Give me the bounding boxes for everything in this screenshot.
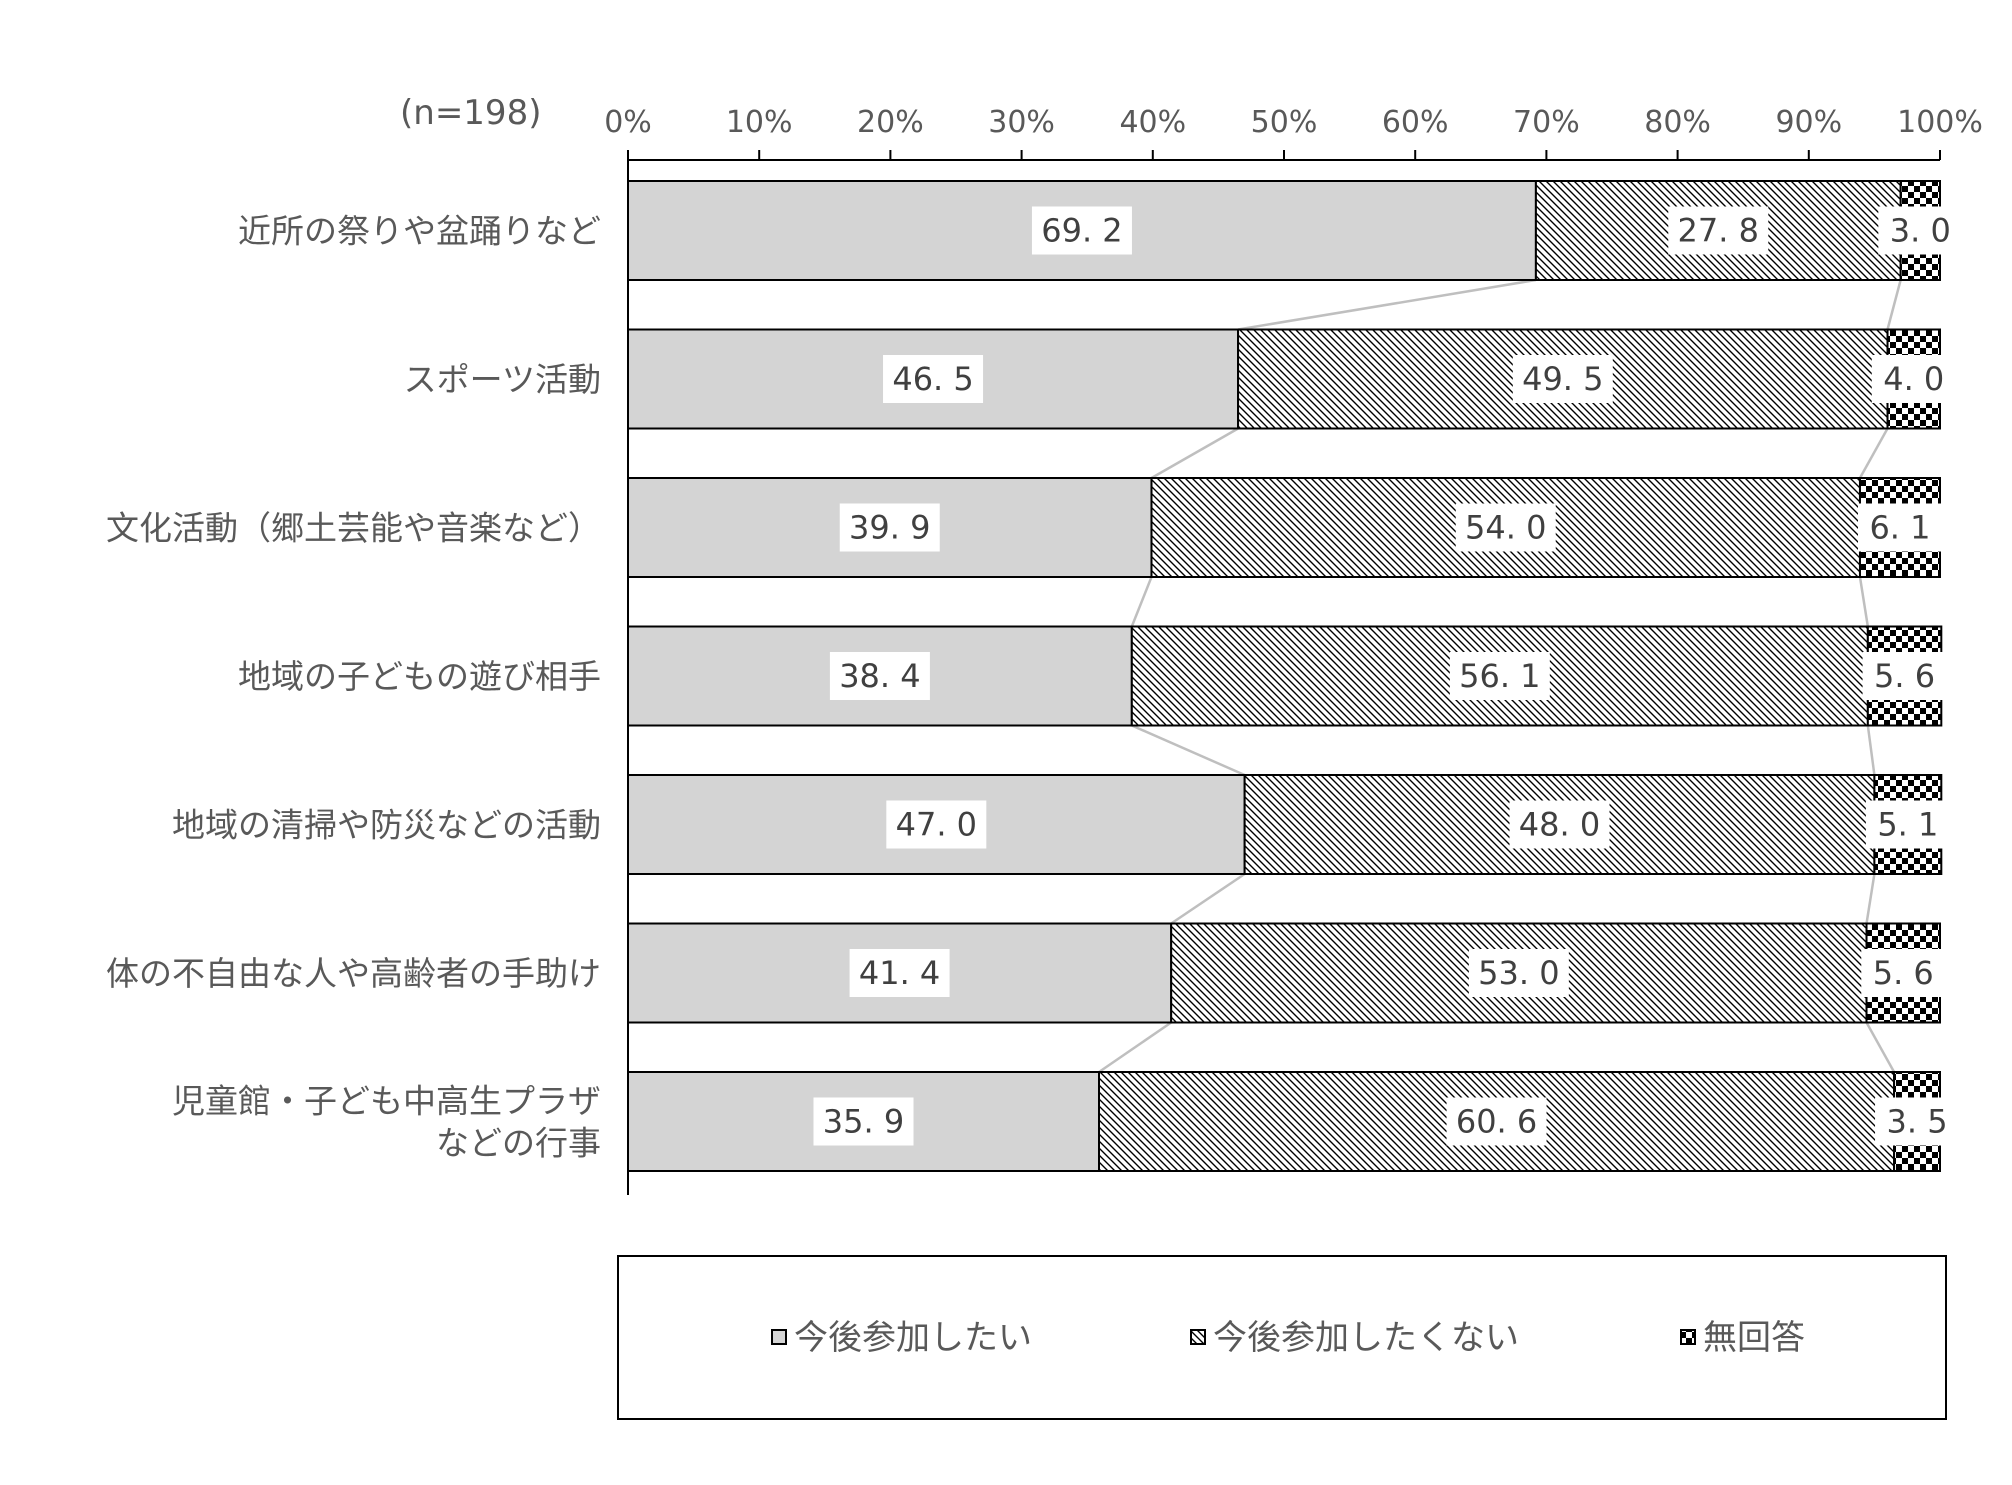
series-line-not-want — [1866, 725, 1876, 776]
sample-size-note: (n=198) — [400, 93, 541, 133]
data-label-no-answer: 5. 6 — [1874, 657, 1935, 695]
data-label-want: 38. 4 — [839, 657, 920, 695]
data-label-bg — [1509, 800, 1610, 849]
series-line-want — [1170, 872, 1246, 925]
data-label-bg — [1875, 1097, 1960, 1146]
category-label: 地域の清掃や防災などの活動 — [172, 806, 601, 845]
legend-label-no-answer: 無回答 — [1703, 1318, 1805, 1358]
legend-label-want: 今後参加したい — [794, 1318, 1032, 1358]
data-label-bg — [1857, 503, 1942, 552]
series-line-not-want — [1886, 279, 1902, 330]
data-label-want: 35. 9 — [823, 1103, 904, 1141]
bar-segment-not-want — [1534, 180, 1902, 281]
data-label-no-answer: 5. 6 — [1873, 954, 1934, 992]
data-label-not-want: 27. 8 — [1678, 212, 1759, 250]
data-label-bg — [849, 949, 950, 997]
category-label: 文化活動（郷土芸能や音楽など） — [106, 509, 601, 548]
series-line-want — [1150, 427, 1239, 480]
data-label-want: 41. 4 — [859, 954, 940, 992]
data-label-no-answer: 3. 5 — [1887, 1103, 1948, 1141]
x-tick-label: 80% — [1644, 105, 1711, 140]
series-line-not-want — [1865, 873, 1876, 924]
data-label-no-answer: 6. 1 — [1869, 509, 1930, 547]
series-line-not-want — [1865, 1021, 1896, 1073]
category-label: 体の不自由な人や高齢者の手助け — [106, 954, 601, 993]
data-label-bg — [1668, 206, 1769, 255]
data-label-bg — [883, 355, 984, 403]
x-tick-label: 50% — [1251, 105, 1318, 140]
data-label-bg — [1446, 1097, 1547, 1146]
x-tick-label: 70% — [1513, 105, 1580, 140]
data-label-want: 46. 5 — [892, 360, 973, 398]
x-axis-ticks: 0% 10% 20% 30% 40% 50% 60% 70% 80% 90% 100% — [604, 105, 1983, 160]
legend-label-not-want: 今後参加したくない — [1213, 1318, 1519, 1358]
series-line-not-want — [1858, 427, 1889, 479]
x-tick-label: 60% — [1382, 105, 1449, 140]
data-label-bg — [1031, 206, 1132, 255]
data-label-not-want: 60. 6 — [1456, 1103, 1537, 1141]
legend-item-no-answer: 無回答 — [1680, 1318, 1805, 1358]
x-tick-label: 100% — [1897, 105, 1983, 140]
x-tick-label: 20% — [857, 105, 924, 140]
axes — [627, 150, 1940, 1195]
category-label: 地域の子どもの遊び相手 — [238, 657, 601, 696]
data-label-no-answer: 5. 1 — [1877, 806, 1938, 844]
series-line-want — [1237, 278, 1537, 331]
series-line-want — [1130, 576, 1153, 627]
data-label-want: 39. 9 — [849, 509, 930, 547]
data-label-no-answer: 4. 0 — [1883, 360, 1944, 398]
legend: 今後参加したい 今後参加したくない 無回答 — [617, 1255, 1947, 1420]
data-label-not-want: 48. 0 — [1519, 806, 1600, 844]
x-tick-label: 40% — [1119, 105, 1186, 140]
data-label-bg — [1512, 355, 1613, 403]
data-label-bg — [839, 503, 940, 552]
data-label-bg — [886, 800, 987, 849]
x-tick-label: 10% — [726, 105, 793, 140]
series-lines — [1098, 278, 1902, 1074]
series-line-want — [1131, 724, 1246, 777]
data-label-bg — [1878, 206, 1963, 255]
data-label-not-want: 53. 0 — [1478, 954, 1559, 992]
x-tick-label: 0% — [604, 105, 652, 140]
series-line-not-want — [1858, 576, 1870, 627]
category-label: 近所の祭りや盆踊りなど — [238, 212, 601, 251]
data-label-bg — [813, 1097, 914, 1146]
data-label-not-want: 54. 0 — [1465, 509, 1546, 547]
legend-swatch-not-want — [1190, 1329, 1206, 1345]
data-label-bg — [1871, 355, 1956, 403]
data-label-bg — [1861, 949, 1946, 997]
data-label-want: 69. 2 — [1041, 212, 1122, 250]
data-label-bg — [1455, 503, 1556, 552]
category-label: 児童館・子ども中高生プラザ — [172, 1082, 601, 1121]
legend-frame — [617, 1255, 1947, 1420]
data-label-want: 47. 0 — [896, 806, 977, 844]
data-label-bg — [1865, 800, 1950, 849]
category-label: スポーツ活動 — [404, 360, 601, 399]
data-label-no-answer: 3. 0 — [1890, 212, 1951, 250]
data-label-bg — [829, 652, 930, 700]
legend-swatch-no-answer — [1680, 1329, 1696, 1345]
bar-group: 69. 2 27. 8 3. 0 46. 5 49. 5 4. 0 39. 9 54. 0 6.… — [627, 180, 1963, 1172]
x-tick-label: 90% — [1775, 105, 1842, 140]
legend-item-want: 今後参加したい — [771, 1318, 1032, 1358]
data-label-not-want: 49. 5 — [1522, 360, 1603, 398]
category-label: などの行事 — [436, 1124, 601, 1163]
series-line-want — [1098, 1021, 1172, 1074]
data-label-bg — [1862, 652, 1947, 700]
data-label-bg — [1449, 652, 1550, 700]
legend-item-not-want: 今後参加したくない — [1190, 1318, 1519, 1358]
legend-swatch-want — [771, 1329, 787, 1345]
data-label-bg — [1468, 949, 1569, 997]
x-tick-label: 30% — [988, 105, 1055, 140]
data-label-not-want: 56. 1 — [1459, 657, 1540, 695]
